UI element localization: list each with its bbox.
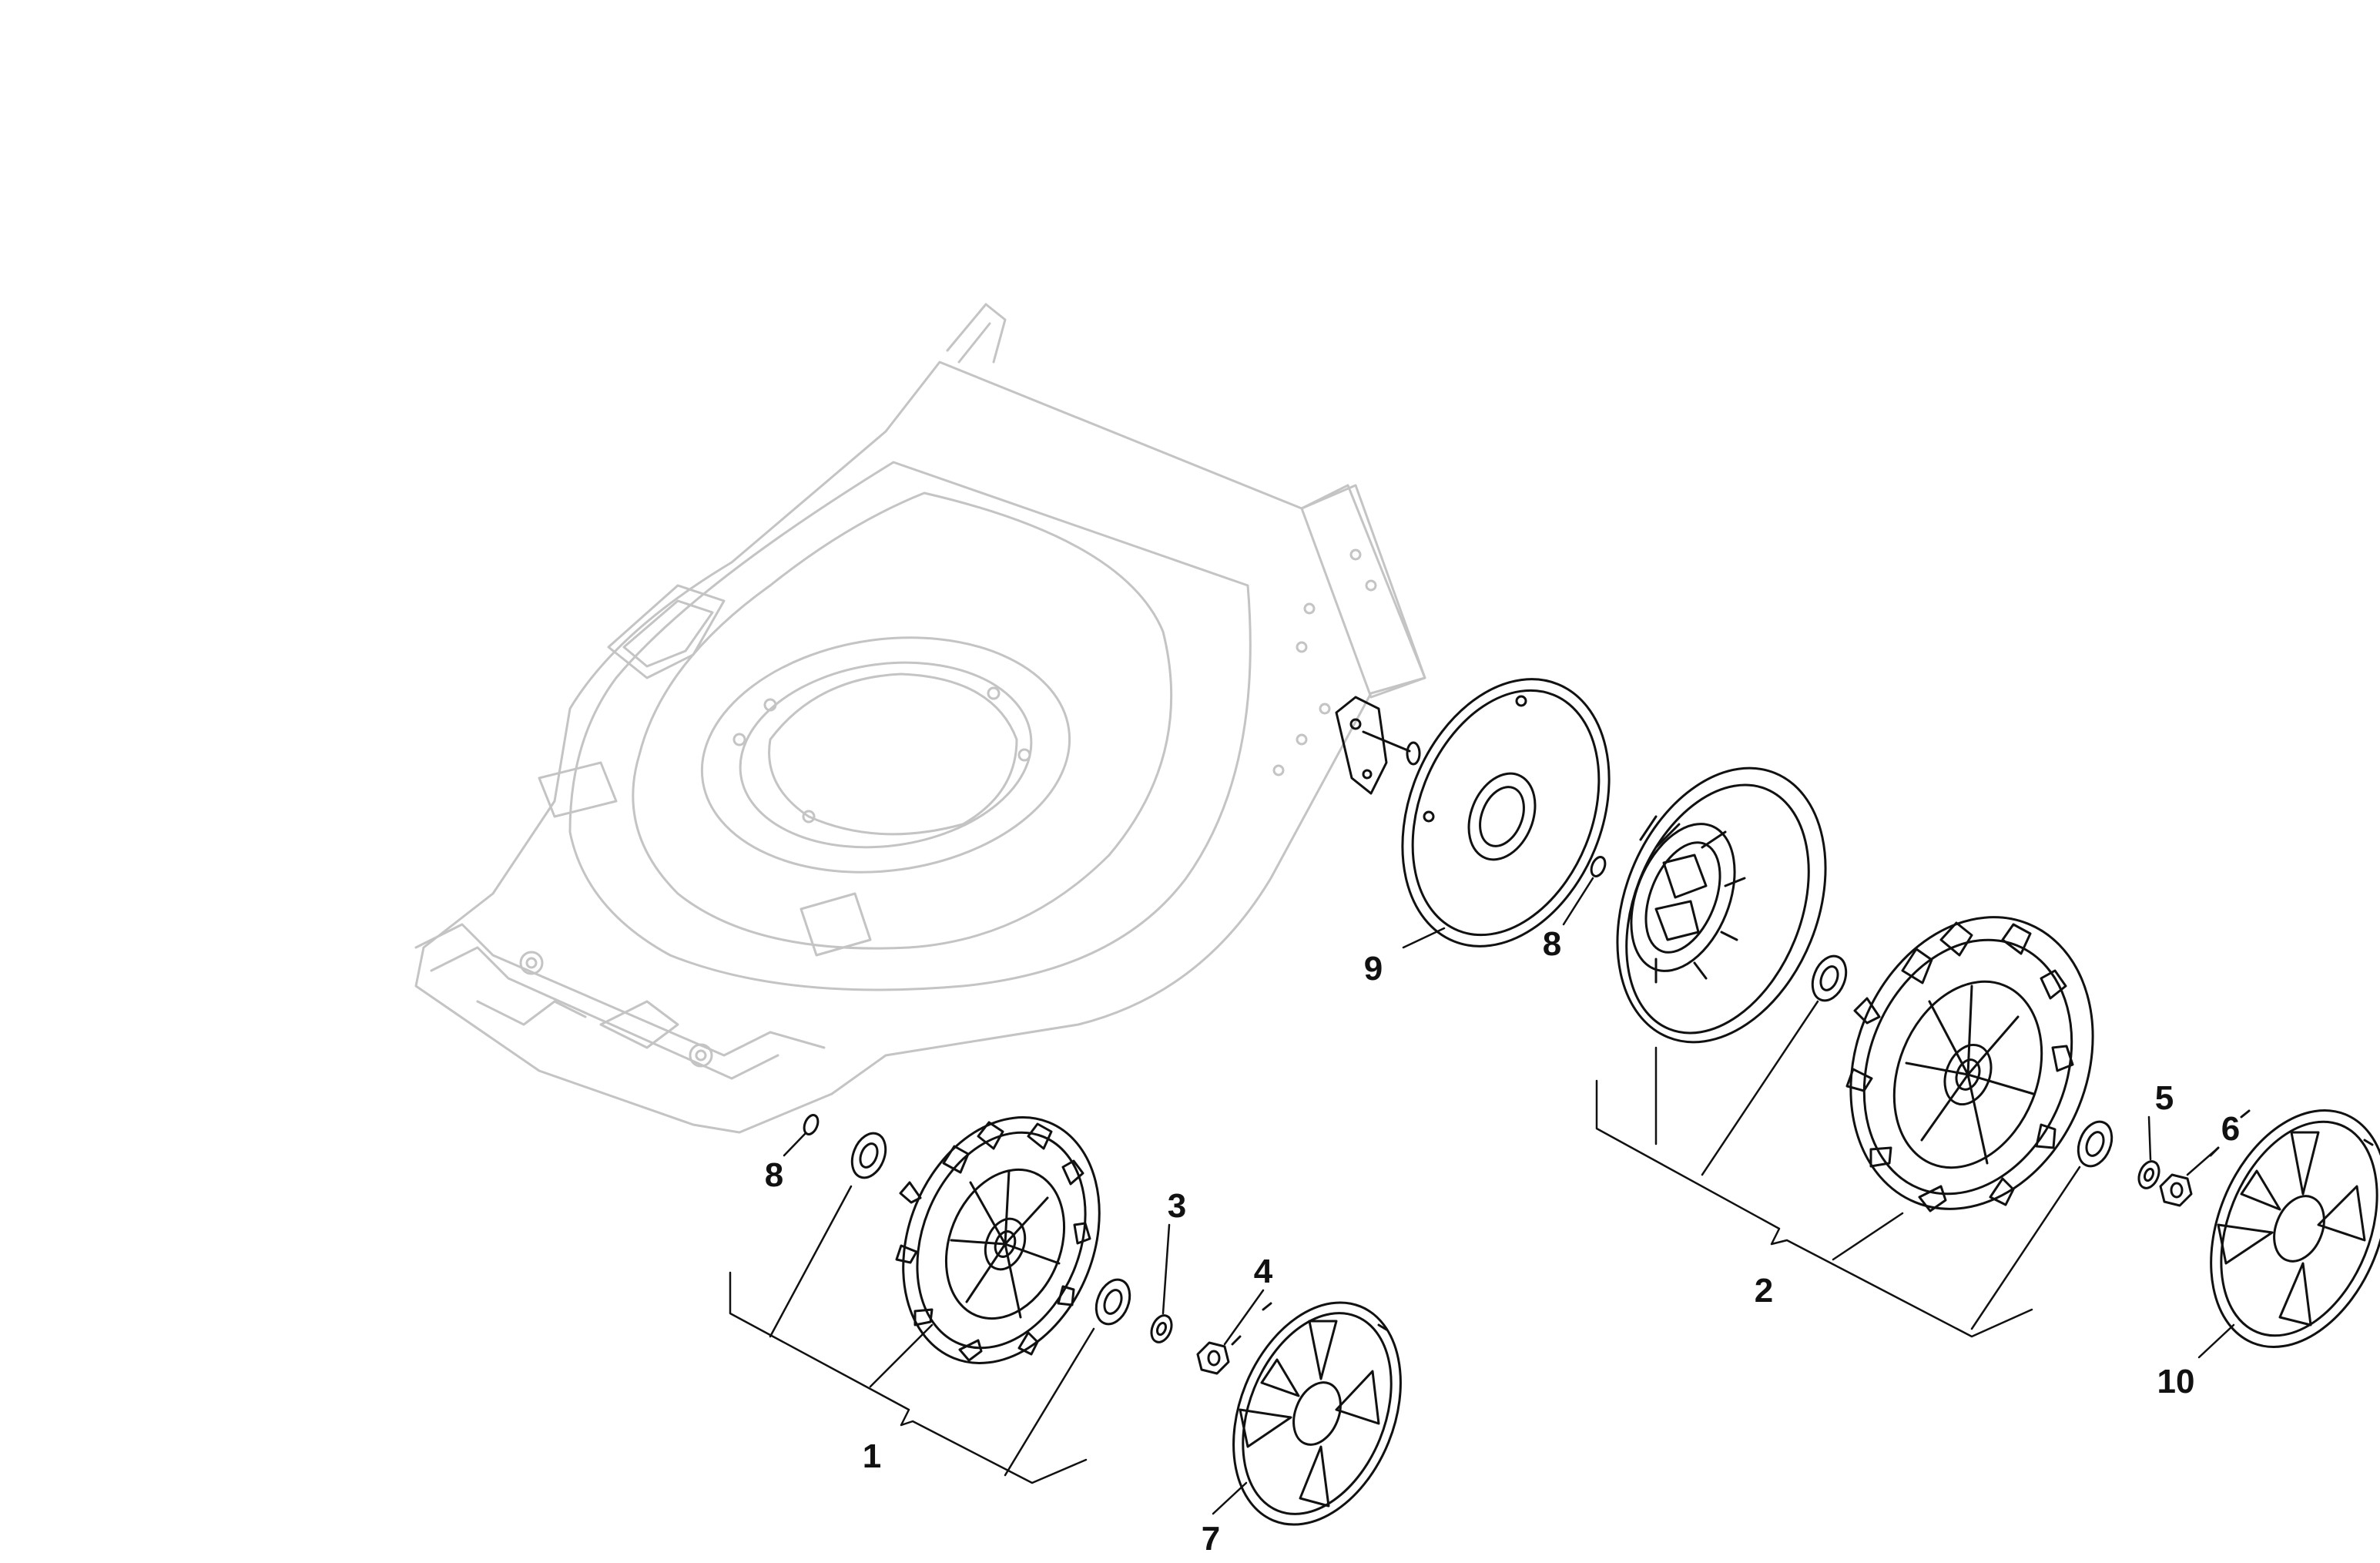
washer-3 — [1150, 1314, 1173, 1343]
hub-cap-front — [1231, 1301, 1402, 1526]
callout-2: 2 — [1755, 1272, 1773, 1310]
washer-rear — [1590, 856, 1607, 877]
callout-8-rear: 8 — [1543, 925, 1561, 963]
callout-6: 6 — [2221, 1110, 2240, 1148]
bearing-front-inner — [850, 1132, 887, 1179]
rear-gear-hub — [1616, 766, 1827, 1044]
washer-front — [803, 1114, 820, 1135]
bearing-rear-outer — [2077, 1120, 2114, 1168]
drive-plate — [1401, 678, 1611, 948]
callout-9: 9 — [1364, 950, 1383, 988]
front-wheel — [895, 1116, 1101, 1364]
leader-lines — [783, 877, 2235, 1515]
nut-6 — [2159, 1173, 2193, 1207]
bracket-part-1 — [729, 1185, 1095, 1484]
callout-3: 3 — [1168, 1187, 1186, 1225]
mower-deck — [414, 303, 1426, 1134]
callout-8-front: 8 — [765, 1156, 783, 1194]
nut-4 — [1196, 1341, 1230, 1375]
callout-7: 7 — [1202, 1520, 1220, 1558]
callout-5: 5 — [2155, 1079, 2174, 1117]
bearing-rear-inner — [1811, 954, 1848, 1002]
bracket-part-2 — [1595, 1000, 2081, 1338]
bearing-front-outer — [1094, 1278, 1131, 1326]
washer-5 — [2137, 1160, 2160, 1189]
callout-1: 1 — [863, 1437, 881, 1475]
hub-cap-rear — [2209, 1109, 2380, 1348]
callout-labels: 1 2 3 4 5 6 7 8 8 9 10 — [765, 925, 2240, 1558]
callout-10: 10 — [2157, 1363, 2195, 1400]
rear-wheel — [1845, 916, 2094, 1212]
rear-axle-stub — [1335, 696, 1421, 795]
callout-4: 4 — [1254, 1253, 1273, 1290]
